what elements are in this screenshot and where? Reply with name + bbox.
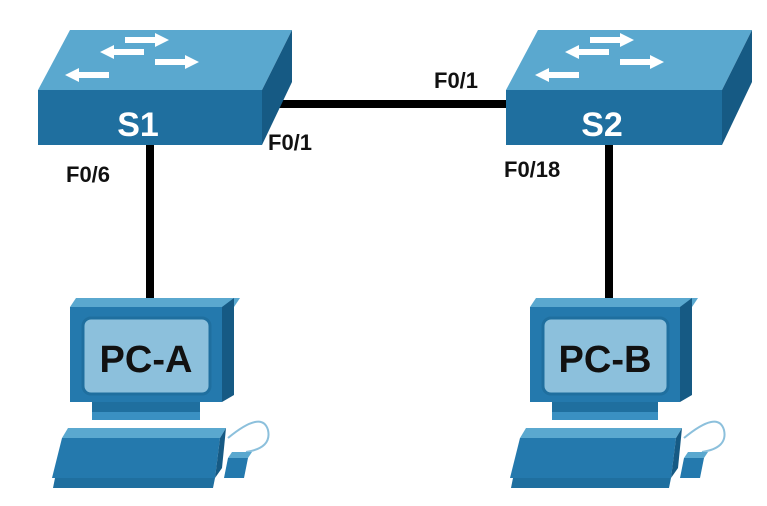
pc-b-label: PC-B (559, 339, 652, 381)
port-label-s1-f0-1: F0/1 (268, 130, 312, 155)
pc-a[interactable]: PC-A (52, 298, 270, 488)
port-label-s1-f0-6: F0/6 (66, 162, 110, 187)
switch-s2-label: S2 (581, 106, 623, 144)
switch-s2[interactable]: S2 (506, 30, 752, 145)
port-label-s2-f0-1: F0/1 (434, 68, 478, 93)
pc-icon (510, 298, 726, 488)
pc-b[interactable]: PC-B (510, 298, 726, 488)
pc-a-label: PC-A (100, 339, 193, 381)
cables (146, 100, 613, 300)
port-label-s2-f0-18: F0/18 (504, 157, 560, 182)
switch-s1[interactable]: S1 (38, 30, 292, 145)
switch-s1-label: S1 (117, 106, 159, 144)
pc-icon (52, 298, 270, 488)
